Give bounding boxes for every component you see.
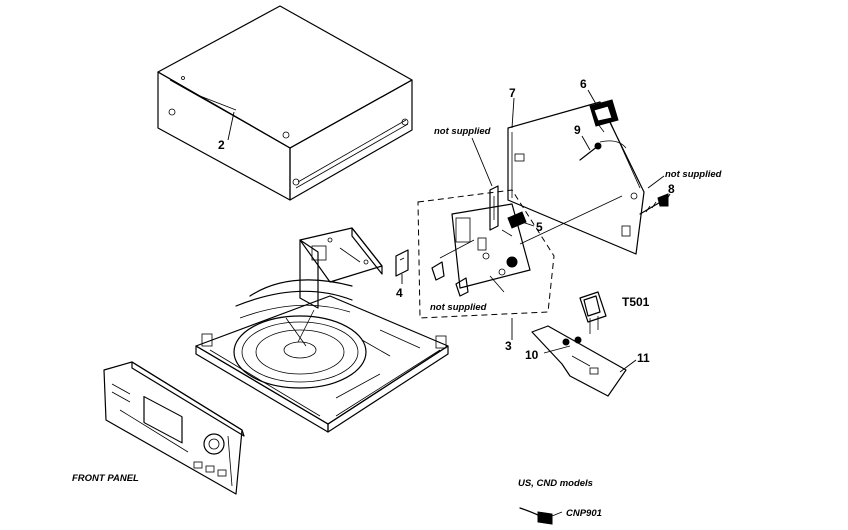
label-part8: 8: [668, 182, 675, 196]
mechanism-bracket: [299, 227, 383, 309]
leader-part8: [663, 193, 671, 205]
connection-line: [519, 195, 623, 245]
main-board-part: [417, 189, 555, 319]
label-part11: 11: [637, 351, 650, 365]
front-panel-part: [103, 361, 245, 495]
label-part7: 7: [509, 86, 516, 100]
top-cover-part: [157, 5, 413, 201]
label-t501: T501: [622, 295, 650, 309]
label-part2: 2: [218, 138, 225, 152]
leader-part6: [587, 89, 597, 105]
leader-not-supplied-right: [647, 175, 665, 189]
note-not-supplied-board: not supplied: [430, 302, 487, 313]
leader-part9: [581, 135, 591, 151]
connector-part6: [589, 99, 619, 133]
label-part6: 6: [580, 77, 587, 91]
label-front-panel: FRONT PANEL: [72, 473, 139, 484]
label-us-cnd-models: US, CND models: [518, 478, 593, 489]
leader-part7: [511, 97, 515, 129]
label-part4: 4: [396, 286, 403, 300]
label-part9: 9: [574, 123, 581, 137]
label-part5: 5: [536, 220, 543, 234]
screw-part8: [639, 193, 669, 215]
screw-part9: [579, 140, 627, 161]
leader-not-supplied-top: [471, 137, 493, 187]
bracket-part4: [395, 249, 409, 277]
leader-part10: [543, 345, 571, 354]
note-not-supplied-top: not supplied: [434, 126, 491, 137]
transformer-t501: [579, 291, 607, 334]
label-part10: 10: [525, 348, 539, 362]
sub-board-part11: [531, 325, 627, 397]
clip-part5: [501, 211, 527, 237]
leader-part5: [521, 221, 535, 227]
label-cnp901: CNP901: [566, 508, 602, 519]
leader-part11: [619, 359, 637, 373]
note-not-supplied-right: not supplied: [665, 169, 722, 180]
label-part3: 3: [505, 339, 512, 353]
connector-cnp901: [519, 507, 563, 525]
leader-part2: [227, 111, 235, 141]
bracket-not-supplied: [489, 185, 499, 231]
chassis-part: [195, 279, 449, 433]
